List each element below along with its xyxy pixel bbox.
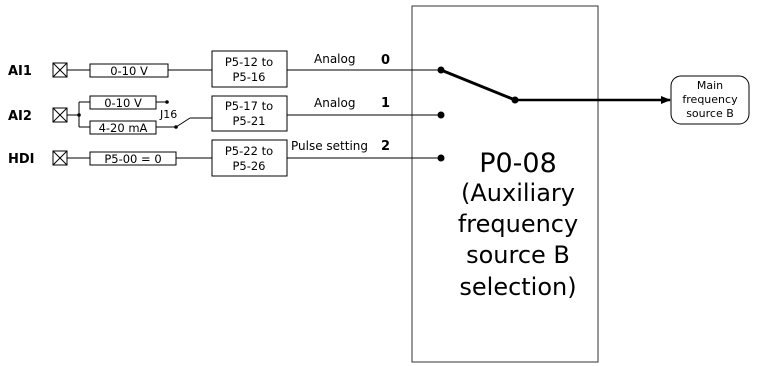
output-line-2: frequency — [682, 93, 738, 106]
channel-1-name: Analog — [314, 96, 355, 110]
selector-switch-arm — [440, 68, 516, 102]
ai1-param-box — [211, 50, 288, 88]
j16-label: J16 — [159, 108, 177, 121]
channel-2-contact — [437, 154, 445, 162]
ai1-label: AI1 — [8, 64, 32, 79]
output-line-1: Main — [697, 79, 723, 92]
ai1-param-line2: P5-16 — [232, 70, 265, 84]
ai2-voltage-text: 0-10 V — [104, 96, 142, 110]
channel-0-number: 0 — [381, 53, 390, 68]
hdi-terminal-icon — [52, 150, 68, 166]
ai2-param-line1: P5-17 to — [225, 99, 273, 113]
j16-jumper-switch — [156, 100, 212, 129]
hdi-param-box — [211, 139, 288, 177]
hdi-param-line1: P5-22 to — [225, 144, 273, 158]
hdi-label: HDI — [8, 152, 35, 167]
ai1-param-line1: P5-12 to — [225, 55, 273, 69]
selector-line-1: (Auxiliary — [461, 179, 575, 207]
ai2-param-box — [211, 95, 288, 132]
channel-1-contact — [437, 111, 445, 119]
hdi-param-line2: P5-26 — [232, 159, 265, 173]
channel-1-number: 1 — [381, 96, 390, 111]
channel-0-name: Analog — [314, 52, 355, 66]
selector-line-2: frequency — [458, 210, 578, 238]
ai2-label: AI2 — [8, 109, 32, 124]
ai2-param-line2: P5-21 — [232, 114, 265, 128]
ai2-current-text: 4-20 mA — [99, 121, 148, 135]
ai2-terminal-icon — [52, 107, 68, 123]
hdi-setting-text: P5-00 = 0 — [104, 152, 161, 166]
selector-panel — [411, 5, 599, 363]
output-box — [670, 75, 750, 125]
selector-line-4: selection) — [459, 273, 576, 301]
channel-2-name: Pulse setting — [291, 139, 368, 153]
output-line-3: source B — [686, 107, 734, 120]
selector-line-3: source B — [466, 241, 570, 269]
selector-code: P0-08 — [479, 148, 557, 179]
ai1-terminal-icon — [52, 62, 68, 78]
ai1-range-text: 0-10 V — [110, 64, 148, 78]
channel-2-number: 2 — [381, 139, 390, 154]
